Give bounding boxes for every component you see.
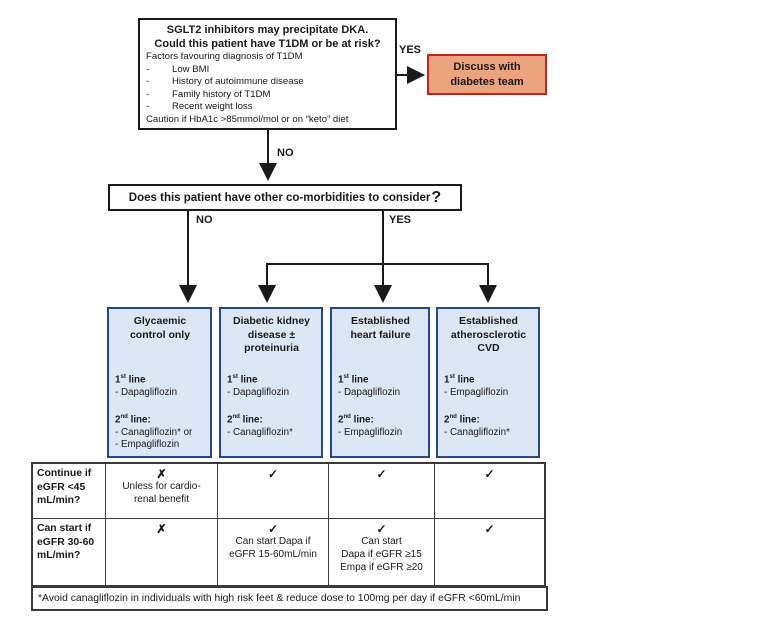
option-title: Established atherosclerotic CVD [450, 315, 527, 354]
comorbidities-question-text: Does this patient have other co-morbidit… [128, 191, 431, 204]
egfr-cell-start-dkd: ✓ Can start Dapa if eGFR 15-60mL/min [218, 519, 329, 585]
second-line-label: 2nd line: [227, 414, 263, 426]
first-line-label: 1st line [115, 374, 146, 386]
dka-title-line2: Could this patient have T1DM or be at ri… [154, 38, 381, 50]
first-line-drugs: - Dapagliflozin [227, 386, 290, 398]
second-line-label: 2nd line: [338, 414, 374, 426]
check-mark: ✓ [267, 522, 279, 536]
option-box-heart-failure: Established heart failure 1st line - Dap… [330, 307, 430, 458]
no-label-top: NO [277, 147, 294, 159]
dka-factor-item: -Family history of T1DM [146, 88, 271, 100]
first-line-label: 1st line [444, 374, 475, 386]
cross-mark: ✗ [156, 467, 167, 481]
check-mark: ✓ [484, 522, 495, 536]
dka-risk-box: SGLT2 inhibitors may precipitate DKA. Co… [138, 18, 397, 130]
no-label-branch: NO [196, 214, 213, 226]
second-line-drugs: - Empagliflozin [338, 426, 403, 438]
dka-factor-item: -Low BMI [146, 63, 210, 75]
egfr-cell-continue-dkd: ✓ [218, 464, 329, 519]
first-line-label: 1st line [227, 374, 258, 386]
egfr-row-label-start: Can start if eGFR 30-60 mL/min? [33, 519, 106, 585]
second-line-drugs: - Canagliflozin* [227, 426, 293, 438]
first-line-drugs: - Empagliflozin [444, 386, 509, 398]
first-line-drugs: - Dapagliflozin [115, 386, 178, 398]
dka-factor-item: -Recent weight loss [146, 101, 253, 113]
egfr-cell-continue-cvd: ✓ [435, 464, 544, 519]
yes-label-branch: YES [389, 214, 412, 226]
option-box-atherosclerotic-cvd: Established atherosclerotic CVD 1st line… [436, 307, 540, 458]
egfr-cell-start-hf: ✓ Can start Dapa if eGFR ≥15 Empa if eGF… [329, 519, 435, 585]
footnote-text: *Avoid canagliflozin in individuals with… [38, 593, 521, 604]
dka-subtitle: Factors favouring diagnosis of T1DM [146, 51, 303, 62]
option-title: Diabetic kidney disease ± proteinuria [232, 315, 311, 354]
question-mark: ? [431, 188, 442, 206]
dka-title-line1: SGLT2 inhibitors may precipitate DKA. [166, 24, 369, 36]
egfr-cell-start-glycaemic: ✗ [106, 519, 218, 585]
check-mark: ✓ [376, 522, 387, 536]
first-line-label: 1st line [338, 374, 369, 386]
comorbidities-question-box: Does this patient have other co-morbidit… [108, 184, 462, 211]
egfr-table: Continue if eGFR <45 mL/min? ✗ Unless fo… [31, 462, 546, 587]
first-line-drugs: - Dapagliflozin [338, 386, 401, 398]
option-title: Established heart failure [350, 315, 411, 341]
option-box-diabetic-kidney-disease: Diabetic kidney disease ± proteinuria 1s… [219, 307, 323, 458]
check-mark: ✓ [376, 467, 387, 481]
dka-caution-line: Caution if HbA1c >85mmol/mol or on “keto… [146, 113, 349, 125]
discuss-diabetes-team-box: Discuss with diabetes team [427, 54, 547, 95]
second-line-drugs: - Canagliflozin* or - Empagliflozin [115, 426, 193, 451]
egfr-cell-continue-hf: ✓ [329, 464, 435, 519]
egfr-cell-continue-glycaemic: ✗ Unless for cardio- renal benefit [106, 464, 218, 519]
option-box-glycaemic-control: Glycaemic control only 1st line - Dapagl… [107, 307, 212, 458]
yes-label-top: YES [399, 44, 422, 56]
second-line-label: 2nd line: [115, 414, 151, 426]
second-line-drugs: - Canagliflozin* [444, 426, 510, 438]
check-mark: ✓ [267, 467, 279, 481]
egfr-row-label-continue: Continue if eGFR <45 mL/min? [33, 464, 106, 519]
egfr-cell-start-cvd: ✓ [435, 519, 544, 585]
canagliflozin-footnote: *Avoid canagliflozin in individuals with… [31, 586, 548, 611]
check-mark: ✓ [484, 467, 495, 481]
option-title: Glycaemic control only [129, 315, 191, 341]
second-line-label: 2nd line: [444, 414, 480, 426]
dka-factor-item: -History of autoimmune disease [146, 76, 304, 88]
cross-mark: ✗ [156, 522, 167, 536]
